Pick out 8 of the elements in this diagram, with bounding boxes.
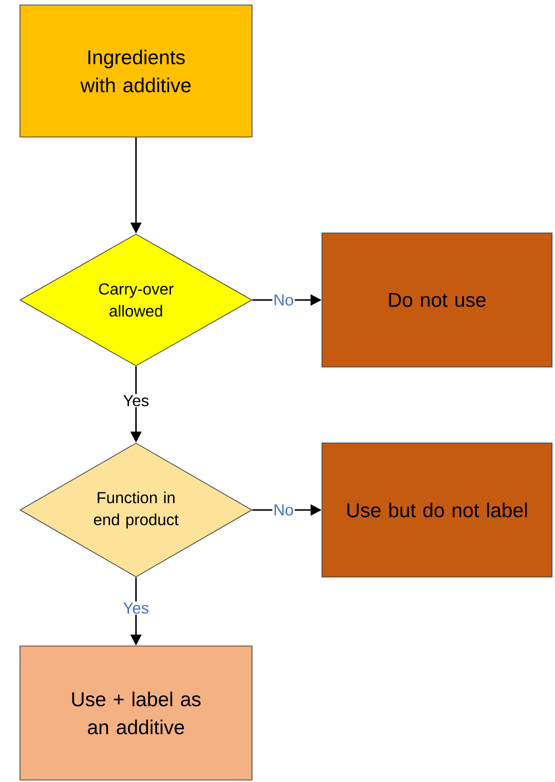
edge-label: No <box>274 294 294 306</box>
process-box: Ingredients with additive <box>20 4 252 138</box>
process-box: Use but do not label <box>322 442 552 578</box>
process-box: Do not use <box>322 232 552 368</box>
process-box: Use + label as an additive <box>20 646 252 780</box>
edge-label: Yes <box>123 395 148 406</box>
edge-label: Yes <box>123 602 148 614</box>
edge-label: No <box>274 504 294 516</box>
